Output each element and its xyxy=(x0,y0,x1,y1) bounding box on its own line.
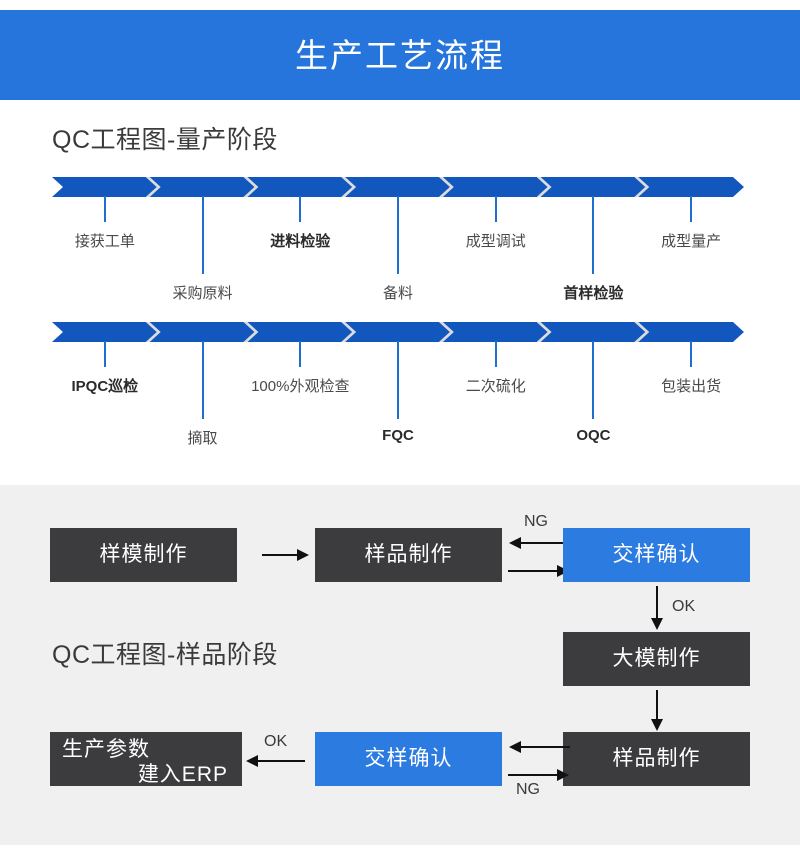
box-erp-label-line2: 建入ERP xyxy=(137,762,228,786)
chevron-step-icon[interactable] xyxy=(247,322,353,342)
node-connector-line xyxy=(397,341,399,419)
arrow-confirm1-ok-down xyxy=(651,586,663,630)
process-node-label: IPQC巡检 xyxy=(71,378,139,395)
chevron-step-icon[interactable] xyxy=(638,177,744,197)
node-connector-line xyxy=(103,196,106,222)
node-connector-line xyxy=(592,196,595,274)
process-node-label: FQC xyxy=(382,427,414,444)
edge-label-ok-left: OK xyxy=(264,733,288,750)
arrow-confirm1-ng-back xyxy=(509,537,570,549)
node-connector-line xyxy=(592,341,595,419)
chevron-step-icon[interactable] xyxy=(52,322,158,342)
process-node-label: 100%外观检查 xyxy=(251,378,350,395)
chevron-step-icon[interactable] xyxy=(541,177,647,197)
chevron-step-icon[interactable] xyxy=(150,177,256,197)
sample-stage-heading: QC工程图-样品阶段 xyxy=(52,641,278,669)
chevron-step-icon[interactable] xyxy=(443,177,549,197)
node-connector-line xyxy=(690,341,693,367)
process-node-label: 二次硫化 xyxy=(465,378,526,395)
chevron-step-icon[interactable] xyxy=(443,322,549,342)
process-arrow-row-2 xyxy=(52,322,736,342)
process-node-label: 首样检验 xyxy=(563,285,624,302)
box-erp-label-line1: 生产参数 xyxy=(62,738,150,761)
box-big-mold[interactable]: 大模制作 xyxy=(563,632,750,686)
box-confirm-2-label: 交样确认 xyxy=(364,746,453,770)
node-connector-line xyxy=(494,196,497,222)
arrow-confirm2-ng-back xyxy=(508,769,569,781)
page-title: 生产工艺流程 xyxy=(295,36,505,74)
node-connector-line xyxy=(299,341,302,367)
process-node-label: 成型调试 xyxy=(465,233,526,250)
node-connector-line xyxy=(103,341,106,367)
arrow-sample2-to-confirm2 xyxy=(509,741,570,753)
box-confirm-2[interactable]: 交样确认 xyxy=(315,732,502,786)
chevron-step-icon[interactable] xyxy=(150,322,256,342)
box-confirm-1[interactable]: 交样确认 xyxy=(563,528,750,582)
chevron-step-icon[interactable] xyxy=(638,322,744,342)
process-node-label: 进料检验 xyxy=(270,233,331,250)
process-node-label: 包装出货 xyxy=(661,378,722,395)
box-mold-sample-label: 样模制作 xyxy=(99,542,188,566)
chevron-step-icon[interactable] xyxy=(541,322,647,342)
edge-label-ng-top: NG xyxy=(524,513,548,530)
arrow-confirm2-ok-to-erp xyxy=(246,755,305,767)
arrow-mold-to-sample xyxy=(262,549,309,561)
chevron-step-icon[interactable] xyxy=(52,177,158,197)
box-sample-make-1-label: 样品制作 xyxy=(364,542,453,566)
process-node-label: 摘取 xyxy=(187,430,218,447)
node-connector-line xyxy=(201,341,204,419)
process-node-label: OQC xyxy=(576,427,611,444)
mass-production-heading: QC工程图-量产阶段 xyxy=(52,126,278,154)
arrow-sample1-to-confirm1 xyxy=(508,565,569,577)
node-connector-line xyxy=(201,196,204,274)
process-node-label: 备料 xyxy=(382,285,414,302)
chevron-step-icon[interactable] xyxy=(247,177,353,197)
node-connector-line xyxy=(690,196,693,222)
chevron-step-icon[interactable] xyxy=(345,322,451,342)
box-confirm-1-label: 交样确认 xyxy=(612,542,701,566)
arrow-bigmold-to-sample2 xyxy=(651,690,663,731)
node-connector-line xyxy=(397,196,399,274)
box-mold-sample[interactable]: 样模制作 xyxy=(50,528,237,582)
process-arrow-row-1 xyxy=(52,177,736,197)
process-node-label: 采购原料 xyxy=(172,285,233,302)
node-connector-line xyxy=(299,196,302,222)
process-node-label: 接获工单 xyxy=(74,233,135,250)
edge-label-ng-bottom: NG xyxy=(516,781,540,798)
node-connector-line xyxy=(494,341,497,367)
box-sample-make-2[interactable]: 样品制作 xyxy=(563,732,750,786)
process-node-label: 成型量产 xyxy=(661,233,722,250)
box-erp[interactable]: 生产参数 建入ERP xyxy=(50,732,242,786)
box-big-mold-label: 大模制作 xyxy=(612,646,701,670)
chevron-step-icon[interactable] xyxy=(345,177,451,197)
box-sample-make-2-label: 样品制作 xyxy=(612,746,701,770)
page-banner: 生产工艺流程 xyxy=(0,10,800,100)
edge-label-ok-right: OK xyxy=(672,598,696,615)
box-sample-make-1[interactable]: 样品制作 xyxy=(315,528,502,582)
